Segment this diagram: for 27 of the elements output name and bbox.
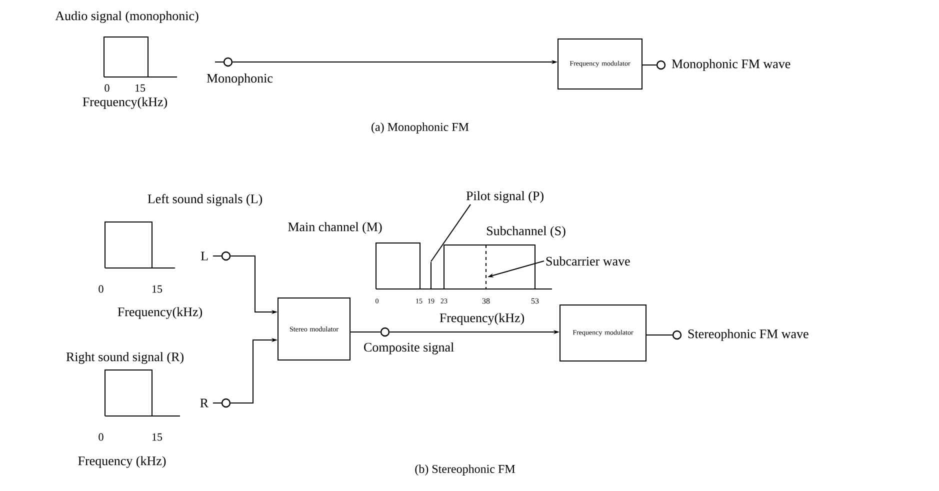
text-label: Frequency (kHz) [78,456,166,468]
terminal-label: Composite signal [364,342,454,354]
tick-label: 0 [98,433,104,441]
connector-line [646,334,673,336]
terminal-label: Monophonic [206,74,273,86]
text-label: Main channel (M) [288,222,382,234]
caption: (b) Stereophonic FM [415,464,515,476]
tick-label: 38 [482,298,490,304]
callout-label: Subcarrier wave [546,256,630,266]
tick-label: 15 [152,285,162,293]
pilot-line [430,262,432,290]
connector-line [430,204,471,262]
tick-label: 15 [135,84,146,92]
text-label: Frequency(kHz) [118,307,202,319]
caption: (a) Monophonic FM [372,122,469,134]
tick-label: 53 [531,298,539,304]
text-label: Frequency(kHz) [440,313,524,325]
terminal-label: R [200,398,208,408]
terminal-label: L [200,252,208,260]
tick-label: 15 [152,433,162,441]
tick-label: 0 [98,285,104,293]
terminal-label: Monophonic FM wave [672,59,790,71]
tick-label: 0 [104,84,110,92]
text-label: Frequency(kHz) [82,97,168,109]
connector-line [642,64,657,66]
terminal-label: Stereophonic FM wave [688,329,808,341]
callout-label: Pilot signal (P) [466,191,544,203]
